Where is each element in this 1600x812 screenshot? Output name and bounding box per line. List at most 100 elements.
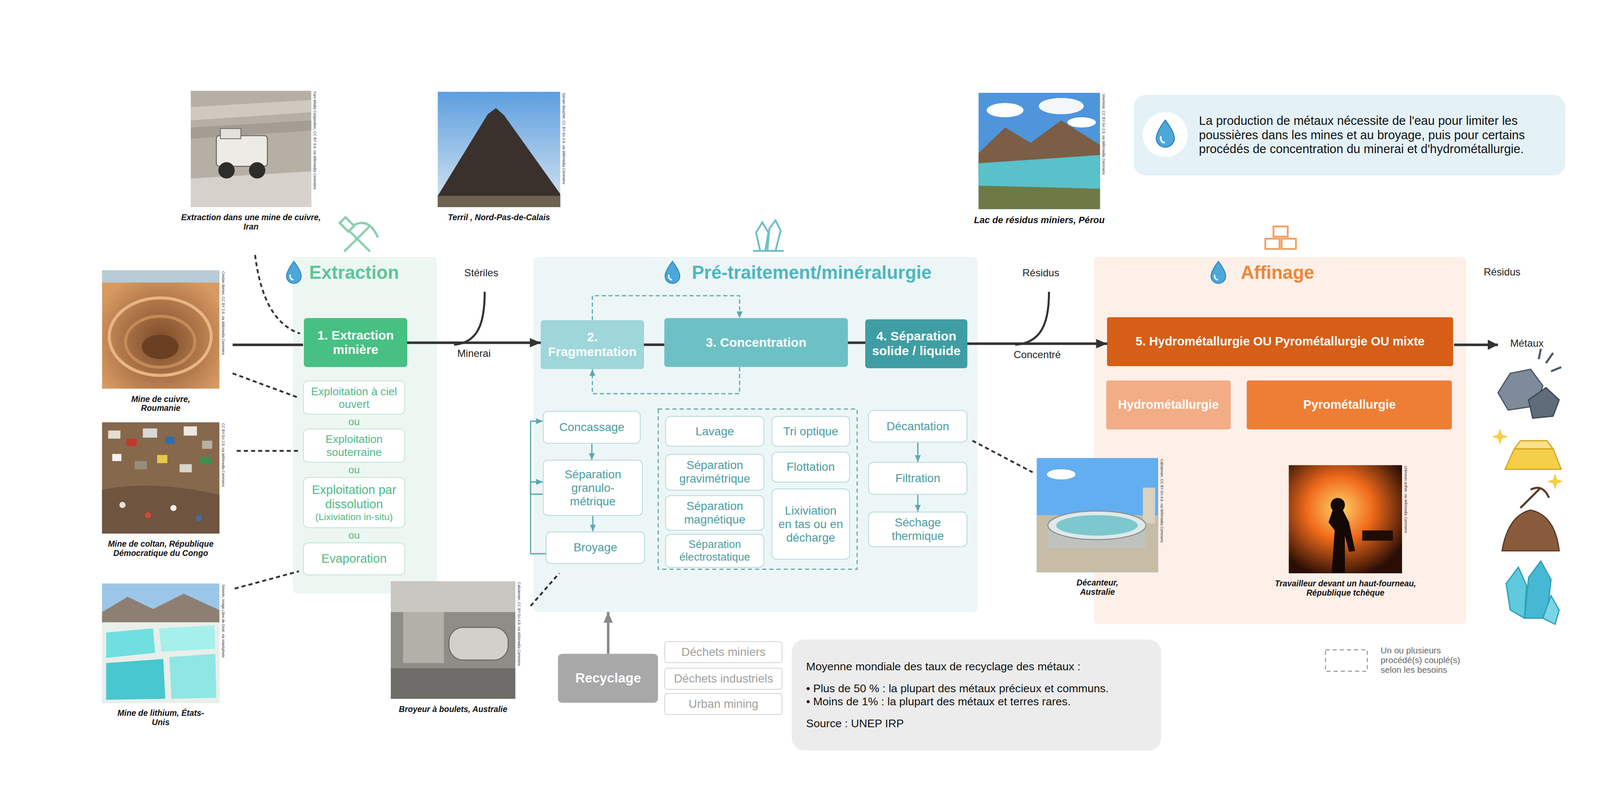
legend-text: Un ou plusieurs procédé(s) couplé(s) sel… — [1380, 645, 1478, 675]
process-box: Broyage — [545, 531, 645, 565]
node-text: 4. Séparation solide / liquide — [870, 329, 963, 359]
process-box: Séparation magnétique — [665, 495, 765, 531]
process-box: Hydrométallurgie — [1106, 380, 1231, 430]
node-text: Broyage — [552, 541, 639, 555]
node-text: 2. Fragmentation — [545, 330, 639, 360]
photo-caption: Broyeur à boulets, Australie — [396, 705, 509, 715]
node-text: Séparation électrostatique — [671, 538, 759, 564]
process-group-outline — [657, 409, 857, 570]
process-box: Flottation — [771, 452, 851, 483]
flow-label: Métaux — [1510, 337, 1544, 350]
connector — [917, 442, 919, 463]
metal-icons — [1491, 349, 1564, 625]
node-text: Hydrométallurgie — [1111, 397, 1226, 412]
photo-spoil-heap — [437, 92, 561, 208]
stage-panel: Pré-traitement/minéralurgie 2. Fragmentat… — [533, 257, 978, 612]
edge-label: Concentré — [1013, 349, 1061, 361]
node-text: Source : UNEP IRP — [806, 717, 1148, 731]
connector — [592, 516, 594, 532]
node-text: Urban mining — [670, 697, 777, 712]
connector — [847, 341, 866, 344]
photo-ball-mill — [390, 581, 516, 699]
node-text: • Plus de 50 % : la plupart des métaux p… — [806, 682, 1148, 696]
process-box: Séparation électrostatique — [665, 534, 765, 569]
photo-caption: Mine de lithium, États-Unis — [109, 709, 212, 728]
photo-credit: Simonkr, Image Libre de Droit, via Istoc… — [220, 584, 225, 658]
process-box: 5. Hydrométallurgie OU Pyrométallurgie O… — [1107, 317, 1454, 367]
photo-caption: Extraction dans une mine de cuivre, Iran — [174, 213, 328, 232]
node-text: Evaporation — [308, 552, 400, 566]
node-text: Déchets industriels — [670, 672, 777, 686]
photo-credit: Sylvain Bouchet, CC BY-SA 3.0, via Wikim… — [561, 92, 566, 185]
connector — [917, 495, 919, 512]
node-text: Exploitation par dissolution — [308, 483, 400, 512]
node-text: Séparation granulo- métrique — [548, 468, 637, 509]
process-box: 1. Extraction minière — [303, 318, 407, 368]
process-box: Exploitation à ciel ouvert — [303, 380, 406, 415]
photo-credit: Fars Media Corporation, CC BY 4.0, via W… — [312, 91, 317, 190]
node-text: Recyclage — [563, 671, 654, 687]
edge-label: Minerai — [457, 347, 491, 360]
process-box: Lavage — [665, 416, 765, 447]
photo-lithium-mine — [102, 583, 220, 704]
connector — [606, 612, 610, 655]
process-box: Recyclage — [557, 654, 658, 704]
info-box: La production de métaux nécessite de l'e… — [1133, 94, 1566, 176]
photo-copper-mine-romania — [102, 270, 220, 390]
process-box: Séparation granulo- métrique — [542, 460, 643, 517]
or-label: ou — [348, 416, 361, 428]
process-box: Urban mining — [664, 693, 783, 716]
node-text: (Lixiviation in-situ) — [308, 511, 400, 523]
node-text: • Moins de 1% : la plupart des métaux et… — [806, 695, 1148, 709]
node-text: Séparation gravimétrique — [671, 458, 759, 486]
process-box: Exploitation souterraine — [303, 428, 406, 463]
photo-caption: Décanteur, Australie — [1061, 578, 1134, 597]
node-text: Tri optique — [777, 425, 845, 439]
photo-credit: Cristian Bortes, CC BY 2.0, via Wikimedi… — [220, 271, 225, 356]
note-box: Moyenne mondiale des taux de recyclage d… — [791, 639, 1162, 752]
node-text: 5. Hydrométallurgie OU Pyrométallurgie O… — [1112, 334, 1448, 349]
node-text: Exploitation à ciel ouvert — [308, 385, 400, 411]
panel-heading: Extraction — [309, 262, 437, 284]
node-text: 3. Concentration — [669, 335, 843, 351]
photo-copper-mine-iran — [190, 90, 312, 208]
gold-bars-icon — [1265, 226, 1297, 250]
photo-caption: Mine de coltan, République Démocratique … — [83, 539, 238, 558]
legend-sample — [1325, 649, 1368, 672]
process-box: 2. Fragmentation — [540, 320, 644, 370]
node-text: Concassage — [548, 420, 635, 435]
node-text: Filtration — [874, 471, 962, 486]
process-box: Séparation gravimétrique — [665, 454, 765, 491]
or-label: ou — [348, 464, 361, 476]
connector — [967, 342, 1108, 346]
connector — [591, 443, 593, 461]
process-box: Décantation — [868, 410, 968, 443]
panel-heading: Pré-traitement/minéralurgie — [691, 262, 978, 284]
pickaxe-icon — [339, 217, 378, 252]
process-box: Déchets miniers — [664, 641, 783, 664]
panel-heading: Affinage — [1240, 262, 1467, 284]
process-box: Séchage thermique — [868, 511, 968, 548]
connector — [644, 343, 665, 347]
photo-caption: Travailleur devant un haut-fourneau, Rép… — [1263, 579, 1427, 598]
flow-label: Résidus — [1483, 266, 1521, 278]
photo-tailings-lake — [978, 92, 1101, 210]
node-text: La production de métaux nécessite de l'e… — [1199, 113, 1554, 157]
photo-caption: Mine de cuivre, Roumanie — [114, 395, 207, 414]
node-text: Exploitation souterraine — [308, 433, 400, 459]
node-text: Moyenne mondiale des taux de recyclage d… — [806, 660, 1148, 674]
node-text: Décantation — [874, 419, 962, 434]
process-box: 3. Concentration — [664, 318, 848, 368]
process-box: Evaporation — [303, 542, 406, 576]
node-text: Séchage thermique — [874, 516, 962, 544]
photo-caption: Lac de résidus miniers, Pérou — [962, 215, 1116, 226]
connector — [407, 341, 542, 344]
process-box: Tri optique — [771, 416, 851, 447]
photo-credit: Calistemon, CC BY-SA 4.0, via Wikimedia … — [516, 582, 521, 667]
process-box: Pyrométallurgie — [1246, 380, 1452, 430]
process-box: Déchets industriels — [664, 668, 783, 691]
photo-caption: Terril , Nord-Pas-de-Calais — [422, 213, 576, 223]
node-text: Lavage — [671, 425, 759, 439]
crystal-icon — [752, 220, 784, 252]
process-box: Lixiviation en tas ou en décharge — [771, 488, 851, 561]
